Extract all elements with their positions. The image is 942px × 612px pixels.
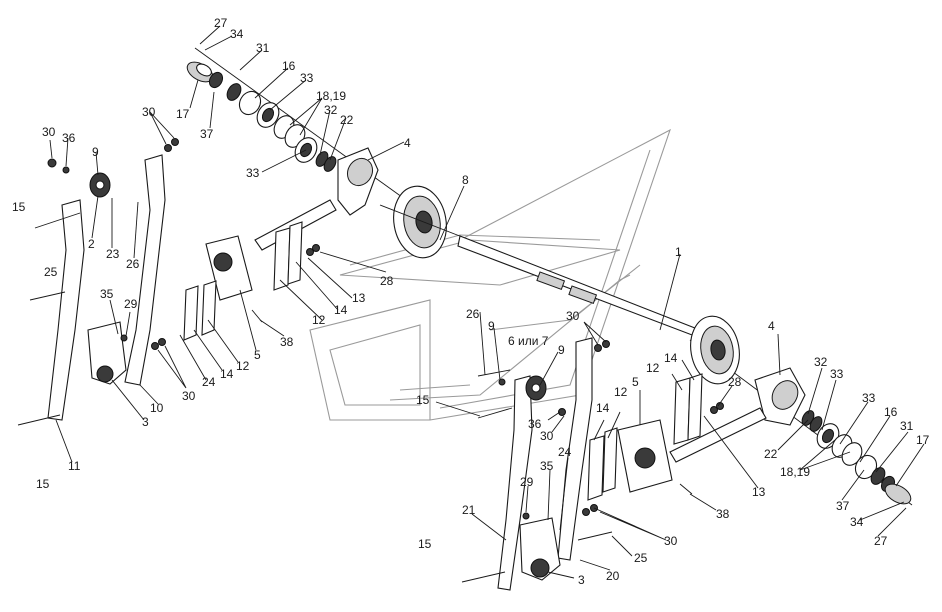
callout: 3 <box>578 573 585 587</box>
callout: 31 <box>256 41 270 55</box>
callout: 8 <box>462 173 469 187</box>
plate-14b <box>201 280 217 336</box>
callout: 30 <box>42 125 56 139</box>
callout: 35 <box>540 459 554 473</box>
callout: 2 <box>88 237 95 251</box>
callout: 29 <box>124 297 138 311</box>
callout: 22 <box>340 113 354 127</box>
callout: 26 <box>466 307 480 321</box>
callout: 17 <box>176 107 190 121</box>
callout: 27 <box>214 16 228 30</box>
ring-37 <box>208 71 224 89</box>
callout: 12 <box>614 385 628 399</box>
cap-17-right <box>884 483 912 505</box>
callout: 32 <box>814 355 828 369</box>
callout: 34 <box>230 27 244 41</box>
plate-14 <box>273 227 291 291</box>
callout: 5 <box>254 348 261 362</box>
callout: 30 <box>566 309 580 323</box>
callout: 18,19 <box>780 465 810 479</box>
callout: 25 <box>634 551 648 565</box>
callout: 12 <box>236 359 250 373</box>
callout: 15 <box>36 477 50 491</box>
callout: 4 <box>768 319 775 333</box>
callout: 20 <box>606 569 620 583</box>
callout: 35 <box>100 287 114 301</box>
callout: 10 <box>150 401 164 415</box>
callout: 22 <box>764 447 778 461</box>
callout: 23 <box>106 247 120 261</box>
ring-31 <box>226 83 242 101</box>
callout: 16 <box>282 59 296 73</box>
arm-20 <box>557 337 593 561</box>
callout: 12 <box>646 361 660 375</box>
arm-11 <box>47 199 85 421</box>
callout: 14 <box>596 401 610 415</box>
plate-12 <box>287 221 303 285</box>
callout: 30 <box>142 105 156 119</box>
callout: 9 <box>488 319 495 333</box>
ring-22 <box>323 156 337 172</box>
callout: 28 <box>728 375 742 389</box>
callout: 28 <box>380 274 394 288</box>
callout: 27 <box>874 534 888 548</box>
callout-labels: 27 34 31 17 37 16 33 18,19 32 22 4 33 30… <box>12 16 930 587</box>
callout: 31 <box>900 419 914 433</box>
callout: 9 <box>558 343 565 357</box>
callout: 15 <box>418 537 432 551</box>
callout: 3 <box>142 415 149 429</box>
callout: 38 <box>280 335 294 349</box>
callout: 15 <box>12 200 26 214</box>
callout: 14 <box>334 303 348 317</box>
plate-12b <box>183 285 199 341</box>
callout: 30 <box>664 534 678 548</box>
callout: 14 <box>220 367 234 381</box>
upper-left-assembly <box>17 47 701 426</box>
callout: 13 <box>752 485 766 499</box>
callout: 32 <box>324 103 338 117</box>
callout: 33 <box>246 166 260 180</box>
callout: 11 <box>68 459 81 473</box>
callout: 14 <box>664 351 678 365</box>
callout: 24 <box>558 445 572 459</box>
callout: 30 <box>540 429 554 443</box>
callout: 30 <box>182 389 196 403</box>
tensioner-3 <box>87 321 127 385</box>
callout: 36 <box>528 417 542 431</box>
callout: 38 <box>716 507 730 521</box>
callout: 34 <box>850 515 864 529</box>
callout: 25 <box>44 265 58 279</box>
callout: 9 <box>92 145 99 159</box>
callout: 33 <box>300 71 314 85</box>
callout: 12 <box>312 313 326 327</box>
callout: 15 <box>416 393 430 407</box>
callout: 18,19 <box>316 89 346 103</box>
callout: 1 <box>675 245 682 259</box>
callout: 16 <box>884 405 898 419</box>
callout: 13 <box>352 291 366 305</box>
callout: 24 <box>202 375 216 389</box>
callout: 5 <box>632 375 639 389</box>
callout: 36 <box>62 131 76 145</box>
callout: 26 <box>126 257 140 271</box>
callout: 17 <box>916 433 930 447</box>
leader-lines <box>49 25 925 579</box>
callout: 6 или 7 <box>508 334 549 348</box>
callout: 37 <box>836 499 850 513</box>
callout: 37 <box>200 127 214 141</box>
callout: 4 <box>404 136 411 150</box>
callout: 33 <box>830 367 844 381</box>
callout: 33 <box>862 391 876 405</box>
callout: 21 <box>462 503 476 517</box>
callout: 29 <box>520 475 534 489</box>
